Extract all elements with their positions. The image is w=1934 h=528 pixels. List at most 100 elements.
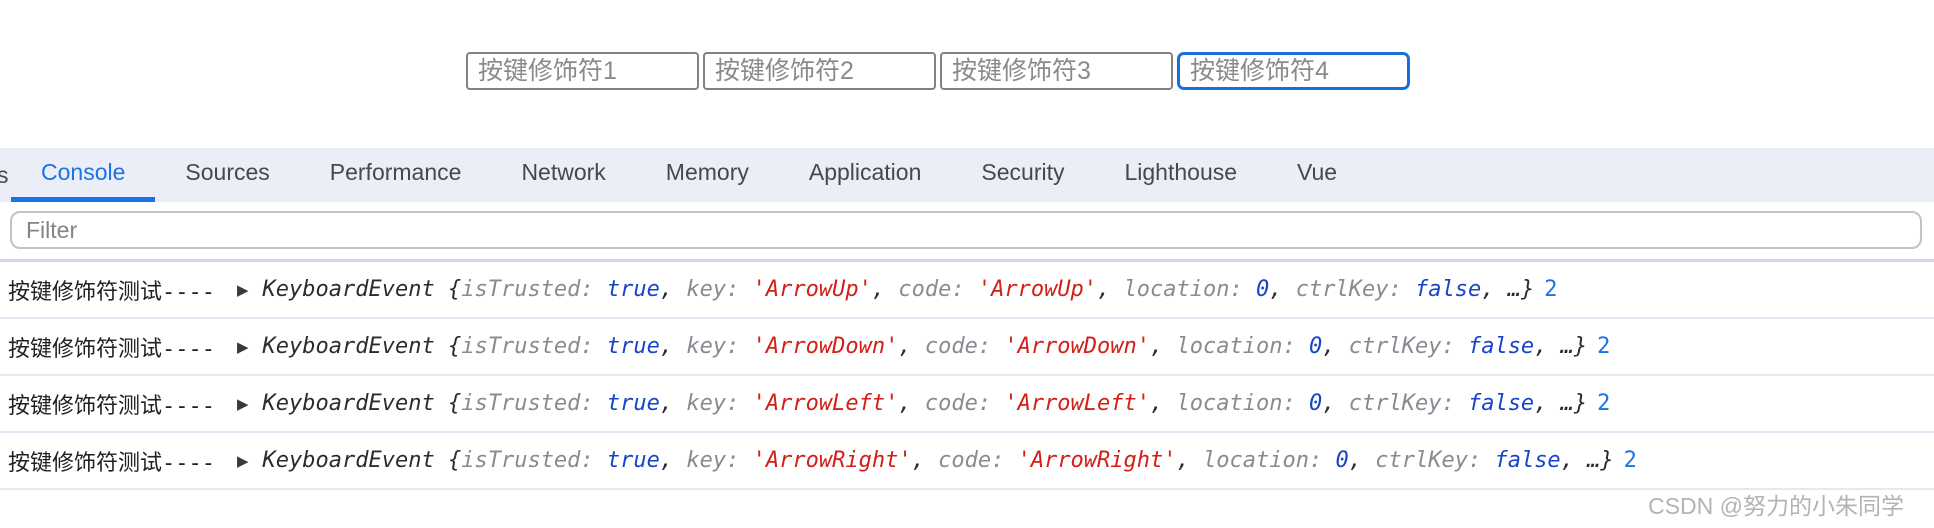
key-modifier-input-1[interactable] — [466, 52, 699, 90]
preview-token: true — [606, 334, 660, 359]
tab-lighthouse[interactable]: Lighthouse — [1094, 148, 1267, 202]
preview-token: , — [1322, 391, 1349, 416]
preview-token: key: — [686, 391, 753, 416]
console-log-row: 按键修饰符测试---- ▶ KeyboardEvent {isTrusted: tr… — [0, 376, 1934, 433]
csdn-watermark: CSDN @努力的小朱同学 — [1648, 493, 1904, 519]
preview-token: KeyboardEvent { — [262, 391, 462, 416]
preview-token: , — [659, 277, 687, 302]
tab-security[interactable]: Security — [951, 148, 1094, 202]
preview-token: true — [606, 448, 660, 473]
tab-sources[interactable]: Sources — [155, 148, 299, 202]
tab-label: Sources — [185, 159, 270, 185]
preview-token: , …} — [1534, 391, 1588, 416]
preview-token: ctrlKey: — [1375, 448, 1495, 473]
preview-token: , …} — [1534, 334, 1588, 359]
repeat-count-badge: 2 — [1544, 277, 1558, 302]
preview-token: , — [1150, 334, 1177, 359]
preview-token: location: — [1123, 277, 1257, 302]
devtools-panel: s Console Sources Performance Network Memory… — [0, 148, 1934, 490]
repeat-count-badge: 2 — [1623, 448, 1637, 473]
preview-token: , …} — [1481, 277, 1535, 302]
preview-token: , — [1097, 277, 1124, 302]
key-modifier-input-4[interactable] — [1177, 52, 1410, 90]
keyboardevent-object-preview: KeyboardEvent {isTrusted: true, key: 'Ar… — [263, 391, 1611, 416]
preview-token: location: — [1176, 334, 1309, 359]
preview-token: , — [1322, 334, 1349, 359]
log-prefix-text: 按键修饰符测试---- — [8, 336, 215, 362]
repeat-count-badge: 2 — [1597, 391, 1611, 416]
preview-token: key: — [686, 334, 753, 359]
preview-token: code: — [924, 391, 1005, 416]
preview-token: 'ArrowRight' — [1017, 448, 1177, 473]
tab-elements-cut-fragment[interactable]: s — [0, 161, 9, 188]
preview-token: , — [1150, 391, 1177, 416]
preview-token: KeyboardEvent { — [262, 334, 462, 359]
keyboardevent-object-preview: KeyboardEvent {isTrusted: true, key: 'Ar… — [263, 448, 1637, 473]
tab-label: Memory — [665, 159, 749, 185]
preview-token: ctrlKey: — [1348, 334, 1468, 359]
console-log-row: 按键修饰符测试---- ▶ KeyboardEvent {isTrusted: tr… — [0, 433, 1934, 490]
preview-token: KeyboardEvent { — [262, 448, 462, 473]
preview-token: , — [1176, 448, 1204, 473]
preview-token: code: — [924, 334, 1005, 359]
keyboardevent-object-preview: KeyboardEvent {isTrusted: true, key: 'Ar… — [263, 277, 1558, 302]
disclosure-triangle-icon[interactable]: ▶ — [236, 394, 249, 413]
repeat-count-badge: 2 — [1597, 334, 1611, 359]
preview-token: false — [1494, 448, 1561, 473]
tab-label: Performance — [329, 159, 462, 185]
preview-token: 'ArrowRight' — [752, 448, 912, 473]
keyboardevent-object-preview: KeyboardEvent {isTrusted: true, key: 'Ar… — [263, 334, 1611, 359]
preview-token: , — [1269, 277, 1296, 302]
preview-token: ctrlKey: — [1348, 391, 1468, 416]
console-log-row: 按键修饰符测试----▶KeyboardEvent {isTrusted: tr… — [0, 262, 1934, 319]
preview-token: 'ArrowDown' — [1004, 334, 1151, 359]
preview-token: 'ArrowLeft' — [1004, 391, 1151, 416]
preview-token: isTrusted: — [461, 391, 607, 416]
preview-token: false — [1467, 391, 1535, 416]
log-prefix-text: 按键修饰符测试---- — [8, 450, 215, 476]
tab-label: Security — [981, 159, 1065, 185]
disclosure-triangle-icon[interactable]: ▶ — [236, 280, 249, 299]
preview-token: , — [659, 448, 687, 473]
preview-token: key: — [686, 448, 753, 473]
preview-token: 'ArrowDown' — [752, 334, 899, 359]
tab-memory[interactable]: Memory — [636, 148, 779, 202]
tab-label: Network — [521, 159, 606, 185]
tab-console[interactable]: Console — [11, 148, 156, 202]
preview-token: , — [659, 391, 687, 416]
preview-token: code: — [898, 277, 978, 302]
disclosure-triangle-icon[interactable]: ▶ — [236, 451, 249, 470]
preview-token: 0 — [1308, 334, 1323, 359]
tab-label: Vue — [1297, 159, 1338, 185]
preview-token: , — [1348, 448, 1376, 473]
tab-network[interactable]: Network — [491, 148, 635, 202]
preview-token: , — [871, 277, 899, 302]
tab-application[interactable]: Application — [779, 148, 952, 202]
preview-token: 'ArrowUp' — [977, 277, 1098, 302]
key-modifier-input-3[interactable] — [940, 52, 1173, 90]
preview-token: , — [898, 391, 925, 416]
tab-performance[interactable]: Performance — [300, 148, 492, 202]
key-modifier-input-2[interactable] — [703, 52, 936, 90]
preview-token: 'ArrowUp' — [752, 277, 872, 302]
preview-token: location: — [1203, 448, 1336, 473]
modifier-inputs — [466, 52, 1410, 90]
preview-token: 'ArrowLeft' — [752, 391, 899, 416]
tab-vue[interactable]: Vue — [1267, 148, 1367, 202]
preview-token: location: — [1176, 391, 1309, 416]
preview-token: code: — [938, 448, 1018, 473]
console-messages: 按键修饰符测试----▶KeyboardEvent {isTrusted: tr… — [0, 262, 1934, 490]
preview-token: , — [659, 334, 687, 359]
preview-token: isTrusted: — [461, 334, 607, 359]
disclosure-triangle-icon[interactable]: ▶ — [236, 337, 249, 356]
console-filter-bar — [0, 202, 1934, 262]
log-prefix-text: 按键修饰符测试---- — [8, 393, 215, 419]
tab-label: Console — [41, 159, 126, 185]
preview-token: , …} — [1560, 448, 1614, 473]
preview-token: false — [1467, 334, 1535, 359]
console-filter-input[interactable] — [10, 211, 1922, 249]
preview-token: ctrlKey: — [1295, 277, 1415, 302]
devtools-tabs: s Console Sources Performance Network Memory… — [0, 148, 1934, 202]
preview-token: , — [911, 448, 939, 473]
